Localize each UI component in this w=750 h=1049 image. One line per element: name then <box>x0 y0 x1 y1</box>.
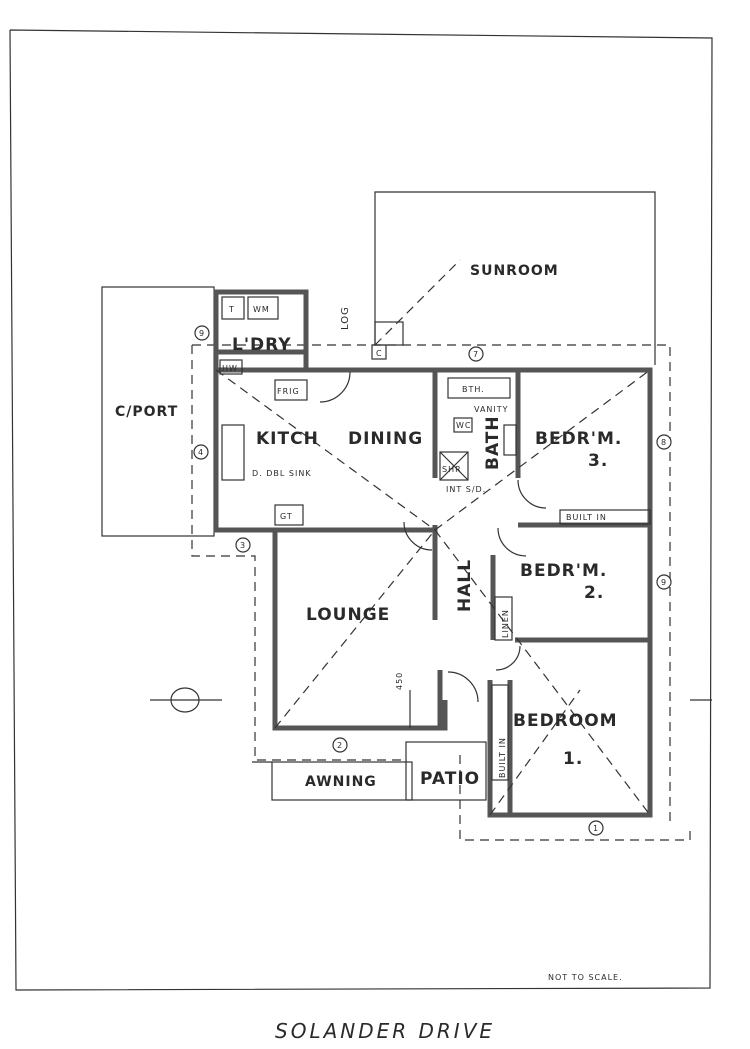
marker-circle: 8 <box>656 434 672 450</box>
sink-box <box>221 424 245 481</box>
room-label-patio: PATIO <box>420 769 480 789</box>
shower-box <box>439 451 469 481</box>
svg-text:3: 3 <box>240 541 246 550</box>
room-label-lounge: LOUNGE <box>306 605 390 625</box>
marker-circle: 2 <box>332 737 348 753</box>
fixture-label-wm: WM <box>253 305 270 314</box>
awning-outline <box>271 761 413 801</box>
eave-line-left <box>191 345 405 761</box>
laundry-wall <box>213 289 309 355</box>
room-label-kitchen: KITCH <box>256 429 319 449</box>
svg-text:9: 9 <box>661 578 667 587</box>
fixture-label-shr: SHR <box>442 465 462 474</box>
washer-box <box>247 296 279 320</box>
wc-box <box>453 417 473 433</box>
roof-line <box>215 369 436 531</box>
marker-circle: 3 <box>235 537 251 553</box>
door-swing-bath <box>517 479 547 509</box>
shower-x2 <box>439 451 469 481</box>
fixture-label-vanity: VANITY <box>474 405 509 414</box>
roof-line <box>374 259 461 346</box>
marker-circle: 9 <box>194 325 210 341</box>
room-label-bed2: BEDR'M. <box>520 561 607 581</box>
fixture-label-hw: HW <box>222 364 238 373</box>
fixture-label-wc: WC <box>456 421 472 430</box>
toilet-box <box>221 296 245 320</box>
marker-circle: 9 <box>656 574 672 590</box>
fixture-label-built-in-top: BUILT IN <box>566 513 607 522</box>
fixture-label-bth: BTH. <box>462 385 485 394</box>
roof-line <box>489 689 581 816</box>
eave-line-bottom <box>459 755 691 841</box>
bth-box <box>447 377 511 399</box>
vanity-box <box>503 424 517 456</box>
scale-note: NOT TO SCALE. <box>548 973 623 982</box>
room-label-bed3-num: 3. <box>588 451 608 471</box>
door-swing-lounge <box>403 521 433 551</box>
fixture-label-c: C <box>376 349 383 358</box>
svg-text:8: 8 <box>661 438 667 447</box>
room-label-bedroom: BEDROOM <box>513 711 618 731</box>
marker-circle: 7 <box>468 346 484 362</box>
gt-box <box>274 504 304 526</box>
fixture-label-linen: LINEN <box>501 609 510 638</box>
built-in-strip <box>559 509 651 525</box>
door-swing-bed2 <box>495 645 521 671</box>
room-label-bedroom-num: 1. <box>563 749 583 769</box>
roof-line <box>434 369 651 531</box>
room-label-awning: AWNING <box>305 774 377 790</box>
door-swing-bed3 <box>497 527 527 557</box>
room-label-bed2-num: 2. <box>584 583 604 603</box>
room-label-ldry: L'DRY <box>232 335 292 355</box>
svg-text:9: 9 <box>199 329 205 338</box>
fixture-label-sink: D. DBL SINK <box>252 469 312 478</box>
patio-outline <box>405 741 487 801</box>
door-swing-kitchen <box>319 371 351 403</box>
dimension-label-450: 450 <box>395 672 404 690</box>
svg-text:2: 2 <box>337 741 343 750</box>
built-in-bed1 <box>491 684 509 781</box>
room-label-log: LOG <box>340 306 351 330</box>
outer-wall-top <box>216 367 653 818</box>
svg-text:4: 4 <box>198 448 204 457</box>
room-label-bath: BATH <box>483 415 503 470</box>
fixture-label-fridge: FRIG <box>277 387 300 396</box>
marker-circle: 4 <box>193 444 209 460</box>
street-name: SOLANDER DRIVE <box>275 1019 495 1043</box>
svg-text:7: 7 <box>473 350 479 359</box>
fixture-label-gt: GT <box>280 512 293 521</box>
room-label-bed3: BEDR'M. <box>535 429 622 449</box>
room-label-dining: DINING <box>348 429 423 449</box>
marker-circle: 1 <box>588 820 604 836</box>
fixture-label-built-in-side: BUILT IN <box>498 737 507 778</box>
log-box <box>374 321 404 346</box>
fixture-label-t: T <box>228 305 235 314</box>
sunroom-outline <box>374 191 656 365</box>
room-label-sunroom: SUNROOM <box>470 263 559 279</box>
outer-wall <box>213 370 448 731</box>
svg-text:1: 1 <box>593 824 599 833</box>
fixture-label-int-sd: INT S/D. <box>446 485 486 494</box>
roof-line <box>274 529 436 729</box>
linen-cupboard <box>494 596 513 641</box>
fridge-box <box>274 379 308 401</box>
door-swing-front <box>447 671 479 703</box>
room-label-cport: C/PORT <box>115 404 178 420</box>
sheet-border <box>9 29 713 991</box>
room-label-hall: HALL <box>455 559 475 612</box>
hw-box <box>219 359 243 375</box>
